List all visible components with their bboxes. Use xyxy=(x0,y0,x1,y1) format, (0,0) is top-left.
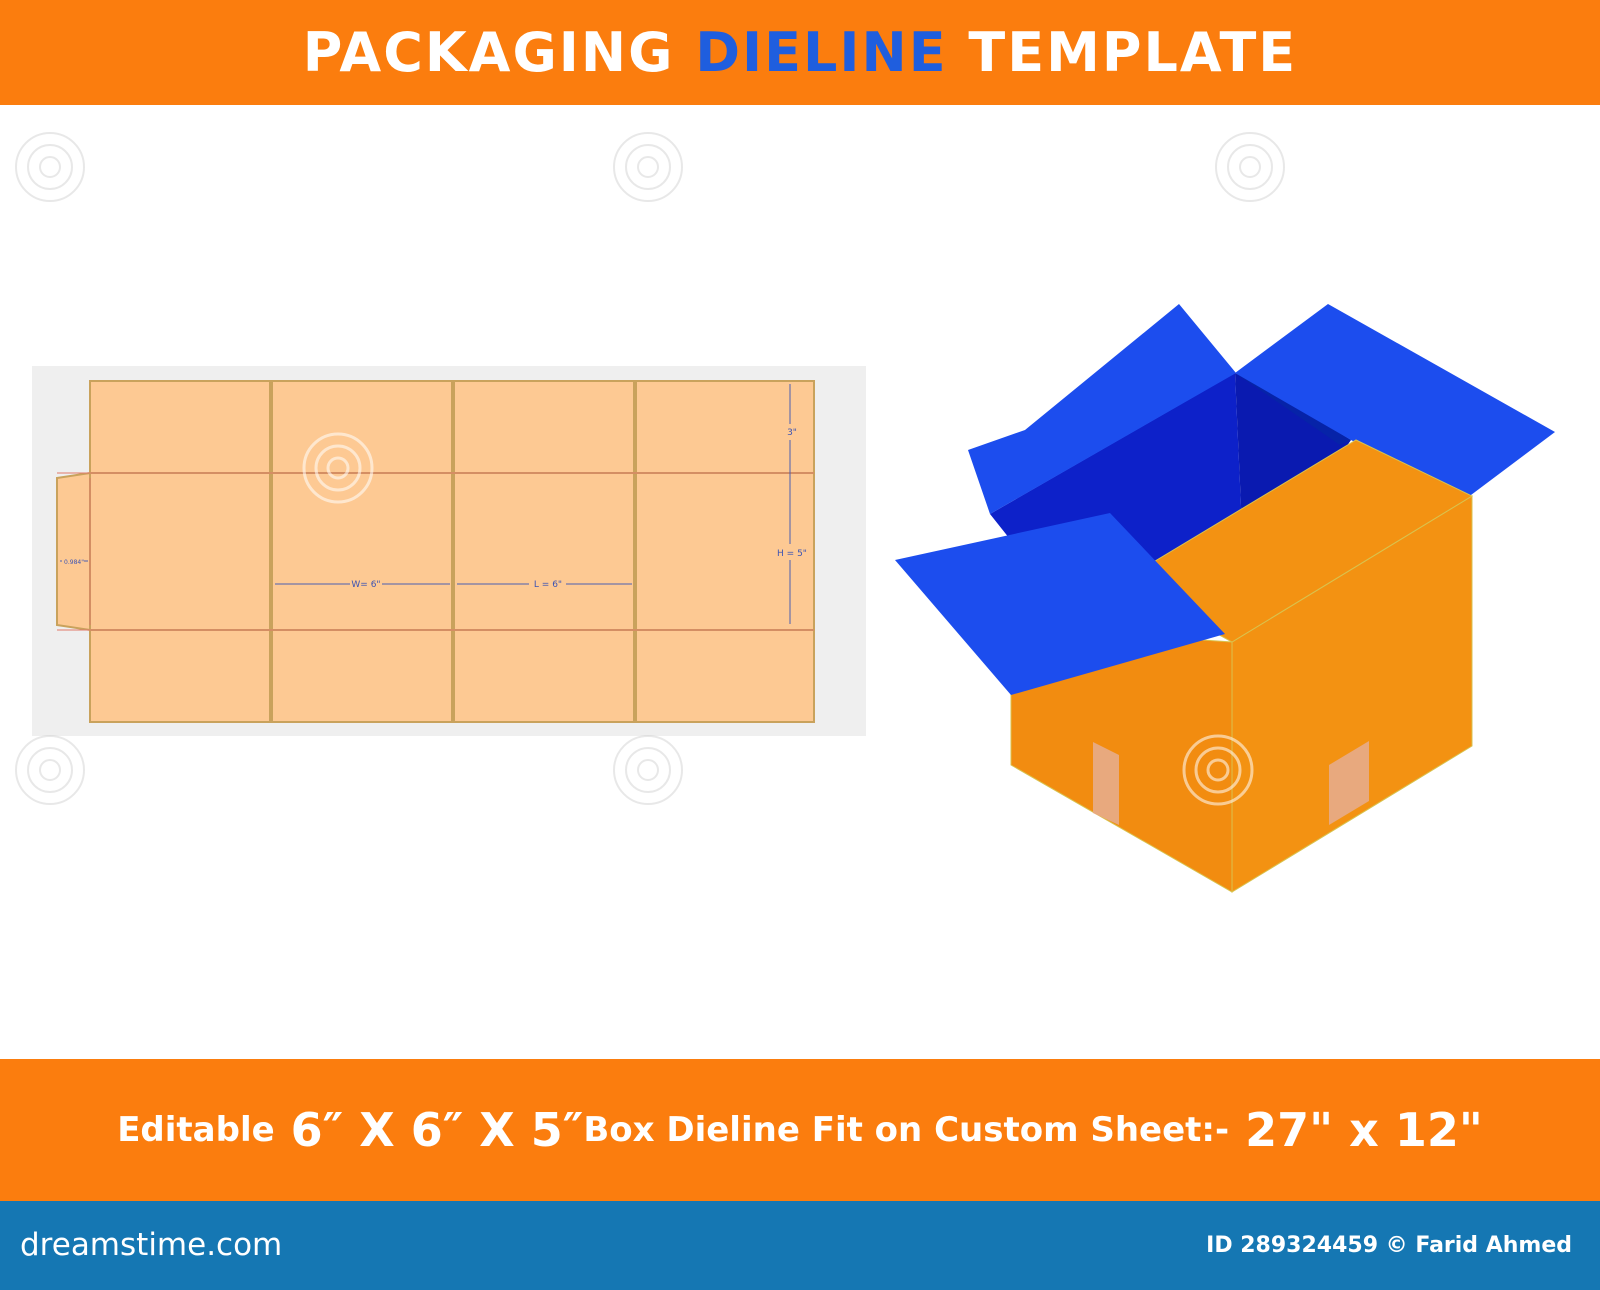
fold-lines xyxy=(57,472,814,631)
side-panel-4 xyxy=(635,472,815,631)
title-part-1: PACKAGING xyxy=(302,21,696,84)
dim-height-label: H = 5" xyxy=(777,549,807,559)
caption-dimensions: 6″ X 6″ X 5″ xyxy=(290,1103,584,1157)
header-banner: PACKAGING DIELINE TEMPLATE xyxy=(0,0,1600,105)
footer-bar: dreamstime.com ID 289324459 © Farid Ahme… xyxy=(0,1201,1600,1290)
dim-flap-label: 3" xyxy=(787,428,797,438)
watermark-icon xyxy=(15,735,85,805)
caption-editable: Editable xyxy=(117,1110,275,1150)
caption-banner: Editable 6″ X 6″ X 5″ Box Dieline Fit on… xyxy=(0,1059,1600,1201)
title-accent: DIELINE xyxy=(695,21,948,84)
dieline-template: 3" H = 5" W= 6" L = 6" 0.984" xyxy=(32,366,866,736)
dimension-lines xyxy=(60,384,791,624)
title-part-2: TEMPLATE xyxy=(947,21,1298,84)
top-flap-3 xyxy=(453,380,635,474)
caption-sheet-size: 27" x 12" xyxy=(1245,1103,1483,1157)
box-flap-front-left xyxy=(895,513,1225,695)
dim-length-label: L = 6" xyxy=(534,580,562,590)
side-panel-1 xyxy=(89,472,271,631)
footer-brand: dreamstime.com xyxy=(20,1227,283,1263)
glue-tab xyxy=(56,471,91,632)
open-box-illustration xyxy=(895,304,1555,893)
bottom-flap-3 xyxy=(453,629,635,723)
side-panel-3 xyxy=(453,472,635,631)
dim-glue-label: 0.984" xyxy=(64,559,84,566)
page-title: PACKAGING DIELINE TEMPLATE xyxy=(303,21,1297,84)
watermark-icon xyxy=(15,132,85,202)
box-tape-left xyxy=(1093,742,1119,825)
dim-width-label: W= 6" xyxy=(351,580,380,590)
bottom-flap-1 xyxy=(89,629,271,723)
watermark-icon xyxy=(613,132,683,202)
watermark-icon xyxy=(613,735,683,805)
footer-credit: ID 289324459 © Farid Ahmed xyxy=(1206,1233,1572,1258)
top-flap-1 xyxy=(89,380,271,474)
caption-middle: Box Dieline Fit on Custom Sheet:- xyxy=(583,1110,1230,1150)
bottom-flap-4 xyxy=(635,629,815,723)
top-flap-2 xyxy=(271,380,453,474)
side-panel-2 xyxy=(271,472,453,631)
bottom-flap-2 xyxy=(271,629,453,723)
box-flap-back-right xyxy=(1235,304,1555,501)
box-inner-shadow xyxy=(1235,373,1351,445)
watermark-icon xyxy=(1215,132,1285,202)
top-flap-4 xyxy=(635,380,815,474)
box-tape-right xyxy=(1329,741,1369,825)
box-flap-back-left xyxy=(968,304,1236,514)
